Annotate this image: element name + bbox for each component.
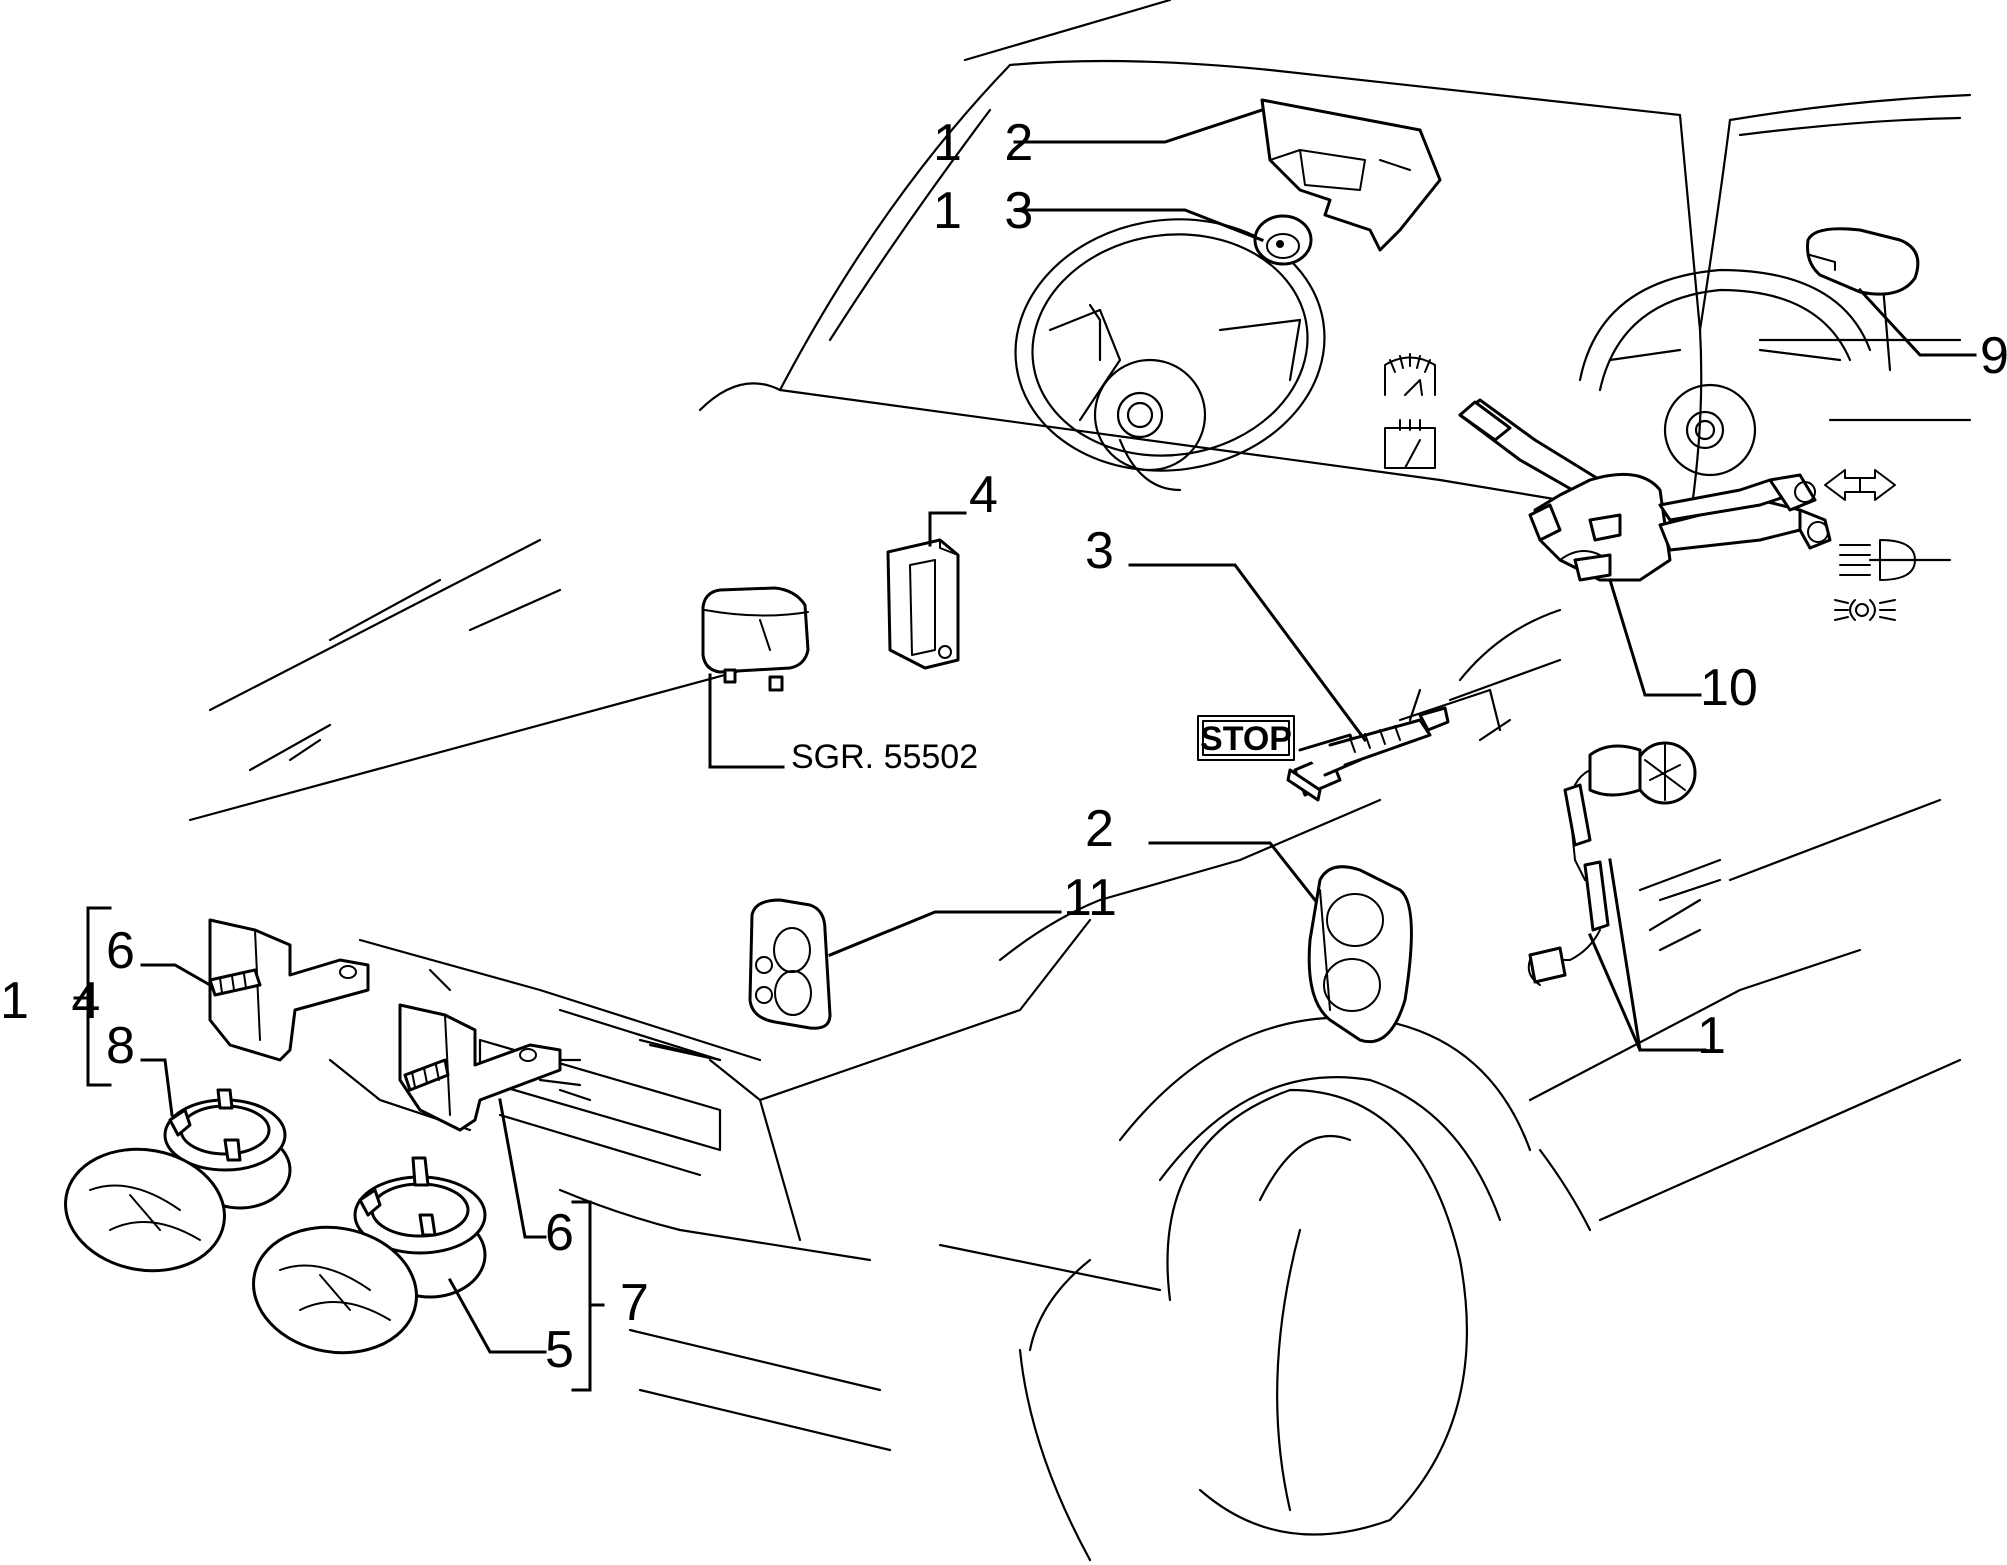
callout-7: 7 bbox=[620, 1274, 649, 1332]
callout-6-upper: 6 bbox=[106, 922, 135, 980]
relay-bracket-part-4 bbox=[886, 538, 960, 670]
callout-11: 11 bbox=[1063, 869, 1117, 927]
leader-4 bbox=[928, 511, 967, 547]
horn-part-8 bbox=[64, 1088, 292, 1273]
relay-reference-note: SGR. 55502 bbox=[791, 738, 978, 776]
callout-3: 3 bbox=[1085, 522, 1114, 580]
leader-10 bbox=[1608, 578, 1702, 697]
leader-13 bbox=[1013, 208, 1264, 242]
callout-13: 1 3 bbox=[933, 182, 1047, 240]
callout-2: 2 bbox=[1085, 800, 1114, 858]
leader-6-upper bbox=[140, 963, 213, 988]
bracket-7 bbox=[571, 1200, 605, 1392]
side-light-icon bbox=[1834, 599, 1896, 621]
lamp-with-wiring-part-1 bbox=[1527, 741, 1697, 986]
insulation-block-part-11 bbox=[748, 898, 832, 1030]
horn-relay bbox=[701, 586, 810, 692]
horn-bracket-part-6-upper bbox=[208, 918, 370, 1062]
horn-pad-cover-part-12 bbox=[1260, 98, 1442, 252]
callout-9: 9 bbox=[1980, 327, 2007, 385]
leader-relay bbox=[708, 673, 785, 769]
leader-8 bbox=[140, 1058, 174, 1117]
wiper-icon bbox=[1384, 353, 1436, 396]
horn-part-5 bbox=[252, 1156, 487, 1355]
callout-8: 8 bbox=[106, 1017, 135, 1075]
steering-wheel-right bbox=[1578, 268, 1872, 477]
car-body-outline bbox=[188, 0, 1972, 1562]
callout-14: 1 4 bbox=[0, 972, 114, 1030]
leader-5 bbox=[447, 1277, 547, 1354]
high-beam-icon bbox=[1839, 539, 1916, 581]
callout-4: 4 bbox=[969, 466, 998, 524]
bracket-14 bbox=[73, 906, 112, 1087]
turn-signal-arrows-icon bbox=[1824, 469, 1896, 501]
callout-1: 1 bbox=[1697, 1007, 1726, 1065]
stop-label-text: STOP bbox=[1200, 720, 1292, 758]
leader-3 bbox=[1128, 563, 1368, 743]
leader-1 bbox=[1588, 858, 1707, 1052]
leader-11 bbox=[828, 910, 1062, 957]
stop-label-box: STOP bbox=[1197, 715, 1295, 761]
grommet-part-2 bbox=[1307, 865, 1413, 1043]
stop-light-switch-part-3 bbox=[1286, 706, 1450, 802]
leader-6-lower bbox=[498, 1098, 547, 1239]
callout-6-lower: 6 bbox=[545, 1204, 574, 1262]
horn-bracket-part-6-lower bbox=[398, 1003, 562, 1132]
leader-9 bbox=[1857, 287, 1977, 357]
callout-12: 1 2 bbox=[933, 114, 1047, 172]
callout-5: 5 bbox=[545, 1321, 574, 1379]
steering-wheel-left bbox=[1014, 218, 1326, 492]
callout-10: 10 bbox=[1700, 659, 1758, 717]
leader-lines bbox=[73, 108, 1977, 1392]
trim-cover-part-9 bbox=[1806, 227, 1920, 296]
horn-button-part-13 bbox=[1253, 214, 1313, 266]
steering-column-switch-part-10 bbox=[1458, 398, 1832, 582]
washer-icon bbox=[1384, 419, 1436, 469]
callout-labels: 1 2 1 3 9 10 3 4 2 11 1 SGR. 55502 1 4 6… bbox=[0, 114, 2007, 1379]
leader-12 bbox=[1013, 108, 1264, 144]
leader-2 bbox=[1148, 841, 1318, 903]
